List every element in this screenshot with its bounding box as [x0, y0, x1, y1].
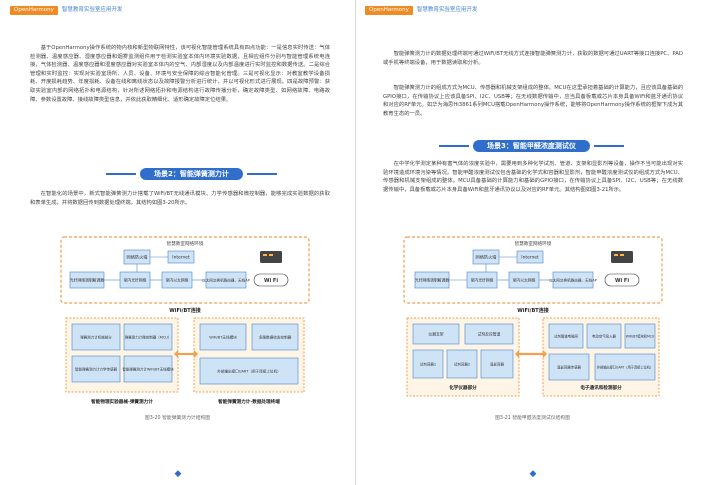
router-label: 以太网交换机路由器、无线AP: [549, 278, 598, 283]
wifi-badge: [604, 273, 640, 287]
fiber-modem-label: 光纤网络调制解调器: [70, 278, 104, 283]
component-box: [548, 323, 584, 349]
arrow-right-icon: [194, 350, 198, 358]
component-label: 外部输出接口UART（用于连接上位机）: [597, 365, 653, 370]
component-label: 试剂反应管道: [478, 332, 501, 337]
component-box: [594, 353, 656, 381]
internet-label: Internet: [172, 255, 190, 261]
electronics-group-title: 电子通讯和检测部分: [580, 384, 622, 391]
component-label: 多路数据收发控制器: [259, 335, 292, 340]
component-label: 试剂容器1: [420, 362, 436, 367]
wifi-badge-label: Wi Fi: [264, 278, 278, 284]
router-device-icon: [611, 251, 633, 263]
component-label: 试剂管道电磁阀: [554, 334, 578, 339]
env-label: 智慧教室网络环境: [515, 240, 552, 247]
indoor-fiber-label: 室内光纤网络: [471, 278, 494, 283]
component-label: 外部输出接口UART（用于连接上位机）: [217, 369, 280, 374]
component-label: 显影容器: [490, 362, 504, 367]
indoor-fiber-label: 室内光纤网络: [124, 278, 147, 283]
component-box: [71, 323, 121, 351]
section-title: 场景3：智能甲醛浓度测试仪: [439, 140, 624, 152]
component-label: 试剂容器2: [454, 362, 470, 367]
page-number: ◆: [529, 469, 537, 479]
indoor-ethernet-label: 室内以太网络: [513, 278, 536, 283]
component-label: WiFi/BT无线模块: [209, 335, 237, 340]
right-page: OpenHarmony 智慧教育实验室应用开发 智能弹簧测力计的数据处理终端可通…: [355, 0, 710, 485]
component-box: [548, 353, 590, 381]
env-label: 智慧教室网络环境: [167, 240, 204, 247]
firewall-label: 网络防火墙: [476, 254, 497, 261]
intro-paragraph: 智能弹簧测力计的数据处理终端可通过WiFi/BT无线方式连接智能弹簧测力计，获取…: [383, 51, 683, 66]
router-led-icon: [263, 254, 267, 256]
component-box: [446, 349, 478, 379]
component-box: [464, 323, 514, 345]
router-label: 以太网交换机路由器、无线AP: [202, 278, 251, 283]
component-box: [412, 323, 460, 345]
component-label: WiFi/BT模块和MCU: [626, 334, 655, 339]
component-box: [624, 323, 656, 349]
header-subtitle: 智慧教育实验室应用开发: [416, 7, 478, 13]
component-label: 弹簧测力计机械部分: [80, 335, 112, 340]
component-label: 智能弹簧测力计力学传感器: [75, 367, 117, 372]
component-box: [412, 349, 444, 379]
diagram-formaldehyde-tester: 智慧教室网络环境 网络防火墙 Internet 光纤网络调制解调器 室内光纤网络…: [403, 236, 663, 397]
router-led-icon: [620, 254, 624, 256]
chem-group-title: 化学仪器部分: [449, 384, 477, 391]
terminal-group-title: 智能弹簧测力计-数据处理终端: [218, 398, 280, 405]
internet-label: Internet: [521, 255, 539, 261]
page-number: ◆: [174, 469, 182, 479]
indoor-ethernet-label: 室内以太网络: [166, 278, 189, 283]
figure-caption: 图3-20 智能弹簧测力计结构图: [144, 416, 211, 421]
firewall-label: 网络防火墙: [127, 254, 148, 261]
arrow-left-icon: [515, 350, 519, 358]
header-tag: OpenHarmony: [365, 6, 413, 15]
link-label: WiFi/BT连接: [517, 307, 548, 314]
arrow-right-icon: [543, 350, 547, 358]
fiber-modem-label: 光纤网络调制解调器: [415, 278, 449, 283]
component-label: 智能弹簧测力计WiFi/BT无线模块: [122, 367, 174, 372]
wifi-badge-label: Wi Fi: [615, 278, 629, 284]
structure-paragraph: 智能弹簧测力计的组成方式为MCU、传感器和机械支架组成的整体。MCU在这里承担着…: [383, 85, 683, 117]
component-label: 电动空气吸入器: [592, 334, 616, 339]
header-tag: OpenHarmony: [10, 6, 58, 15]
component-box: [123, 323, 173, 351]
left-page: OpenHarmony 智慧教育实验室应用开发 基于OpenHarmony操作系…: [0, 0, 355, 485]
arrow-left-icon: [174, 350, 178, 358]
component-box: [71, 355, 121, 383]
section-title: 场景2：智能弹簧测力计: [106, 168, 277, 180]
diagram-spring-scale: 智慧教室网络环境 网络防火墙 Internet 光纤网络调制解调器 室内光纤网络…: [60, 236, 310, 405]
component-box: [123, 355, 173, 383]
component-label: 显影容器传感器: [557, 365, 581, 370]
router-led-icon: [614, 254, 618, 256]
header-subtitle: 智慧教育实验室应用开发: [61, 7, 123, 13]
router-device-icon: [260, 251, 282, 263]
right-running-header: OpenHarmony 智慧教育实验室应用开发: [365, 6, 481, 15]
scene-paragraph: 在智能化的场景中，新式智能弹簧测力计搭载了WiFi/BT无线通讯模块、力学传感器…: [30, 191, 330, 206]
left-running-header: OpenHarmony 智慧教育实验室应用开发: [10, 6, 126, 15]
component-box: [586, 323, 622, 349]
scene-paragraph: 在中学化学测定某种有害气体的浓度实验中，需要用到多种化学试剂、管道、支架和显影剂…: [383, 161, 683, 193]
device-group-title: 智能物理实验器械-弹簧测力计: [91, 398, 153, 405]
figure-caption: 图3-21 智能甲醛浓度测试仪结构图: [495, 416, 570, 421]
component-label: 仪器支架: [428, 332, 443, 337]
router-led-icon: [269, 254, 273, 256]
link-label: WiFi/BT连接: [169, 307, 200, 314]
wifi-badge: [253, 273, 289, 287]
component-box: [480, 349, 514, 379]
component-box: [199, 323, 247, 351]
component-label: 弹簧测力计微控制器（MCU）: [125, 335, 172, 340]
component-box: [199, 357, 299, 385]
intro-paragraph: 基于OpenHarmony操作系统的物内核和新型物联网特性，该可视化智能管理系统…: [30, 45, 330, 103]
component-box: [251, 323, 299, 351]
